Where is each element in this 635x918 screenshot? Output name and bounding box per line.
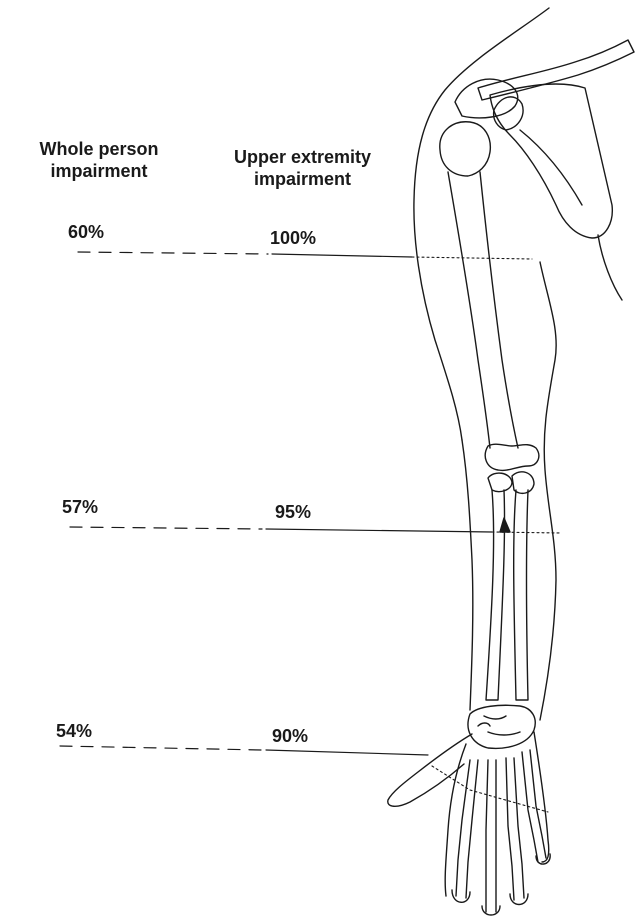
ulna-bone xyxy=(514,490,528,700)
radius-bone xyxy=(486,490,505,700)
upper-extremity-value-wrist: 90% xyxy=(272,726,308,746)
thumb xyxy=(388,734,472,806)
level-line-wrist-dashed xyxy=(60,746,262,750)
whole-person-value-shoulder: 60% xyxy=(68,222,104,242)
wrist-carpals xyxy=(468,705,535,748)
interosseous-marker xyxy=(500,518,510,532)
shoulder-contour xyxy=(414,8,549,440)
radius-head xyxy=(488,473,512,492)
inner-arm-contour xyxy=(540,262,556,720)
level-line-elbow-solid xyxy=(266,529,492,532)
level-line-shoulder-dashed xyxy=(78,252,268,254)
upper-extremity-value-shoulder: 100% xyxy=(270,228,316,248)
level-line-shoulder-solid xyxy=(272,254,412,257)
level-line-shoulder-dotted xyxy=(412,257,532,259)
hand xyxy=(388,705,550,915)
forearm-bones xyxy=(486,472,534,700)
whole-person-value-wrist: 54% xyxy=(56,721,92,741)
level-line-elbow-dashed xyxy=(70,527,262,529)
level-line-wrist-dotted xyxy=(432,766,548,812)
index-finger-bones xyxy=(456,760,478,898)
carpal-detail xyxy=(478,716,520,735)
outer-arm-contour xyxy=(462,440,473,710)
scapula-coracoid xyxy=(494,97,523,130)
level-line-wrist-solid xyxy=(266,750,428,755)
whole-person-value-elbow: 57% xyxy=(62,497,98,517)
palm-outline-radial xyxy=(445,744,466,896)
shoulder-girdle xyxy=(455,40,634,238)
humerus-head xyxy=(440,122,491,176)
humerus-shaft-inner xyxy=(480,172,518,448)
ring-finger-bones xyxy=(506,758,524,900)
amputation-level-lines xyxy=(60,252,560,812)
clavicle xyxy=(478,40,634,100)
middle-finger-bones xyxy=(486,760,496,912)
little-finger-bones xyxy=(522,750,546,862)
upper-extremity-value-elbow: 95% xyxy=(275,502,311,522)
palm-outline-ulnar xyxy=(534,732,549,862)
torso-contour xyxy=(598,235,622,300)
humerus-distal-condyles xyxy=(485,444,539,470)
humerus xyxy=(440,122,539,471)
